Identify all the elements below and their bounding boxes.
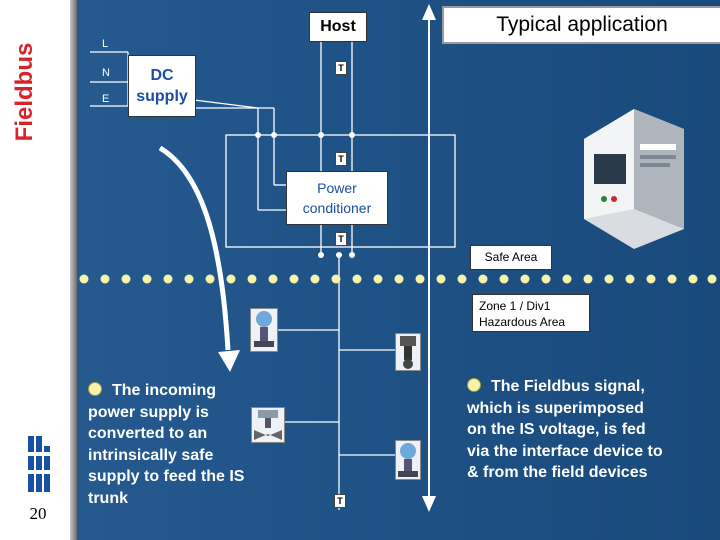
dc-supply-label: DC supply (136, 67, 188, 105)
page-number: 20 (29, 504, 47, 523)
conditioner-enclosure (225, 134, 456, 248)
field-transmitter-icon-1 (250, 308, 278, 352)
slide-title: Typical application (442, 6, 720, 44)
line-label-n: N (102, 67, 110, 79)
zone-label-text: Zone 1 / Div1 Hazardous Area (479, 299, 566, 329)
incoming-power-description: The incoming power supply is converted t… (88, 380, 248, 509)
line-label-l: L (102, 38, 109, 50)
field-transmitter-icon-2 (395, 333, 421, 371)
control-valve-icon (251, 407, 285, 443)
host-lines (193, 40, 353, 135)
terminator-field: T (334, 494, 346, 508)
terminator-lower: T (335, 232, 347, 246)
fieldbus-signal-description: The Fieldbus signal, which is superimpos… (467, 376, 667, 484)
area-boundary (79, 274, 717, 284)
sidebar: Fieldbus 20 (0, 0, 77, 540)
terminator-upper: T (335, 152, 347, 166)
incoming-power-text: The incoming power supply is converted t… (88, 382, 245, 507)
power-conditioner-label: Power conditioner (302, 180, 372, 216)
spur-lines (276, 329, 395, 456)
terminator-host: T (335, 61, 347, 75)
fieldbus-signal-text: The Fieldbus signal, which is superimpos… (467, 378, 663, 481)
power-flow-arrowhead (218, 350, 240, 372)
host-box: Host (309, 12, 367, 42)
power-conditioner-module-image (584, 109, 684, 249)
sidebar-divider (70, 0, 77, 540)
dc-supply-box: DC supply (128, 55, 196, 117)
line-label-e: E (102, 93, 110, 105)
company-logo-icon (28, 436, 50, 492)
hazardous-area-label: Zone 1 / Div1 Hazardous Area (472, 294, 590, 332)
bullet-icon (88, 382, 102, 396)
bullet-icon (467, 378, 481, 392)
field-transmitter-icon-3 (395, 440, 421, 480)
power-conditioner-box: Power conditioner (286, 171, 388, 225)
safe-area-label: Safe Area (470, 245, 552, 270)
power-flow-arrow (158, 145, 231, 351)
